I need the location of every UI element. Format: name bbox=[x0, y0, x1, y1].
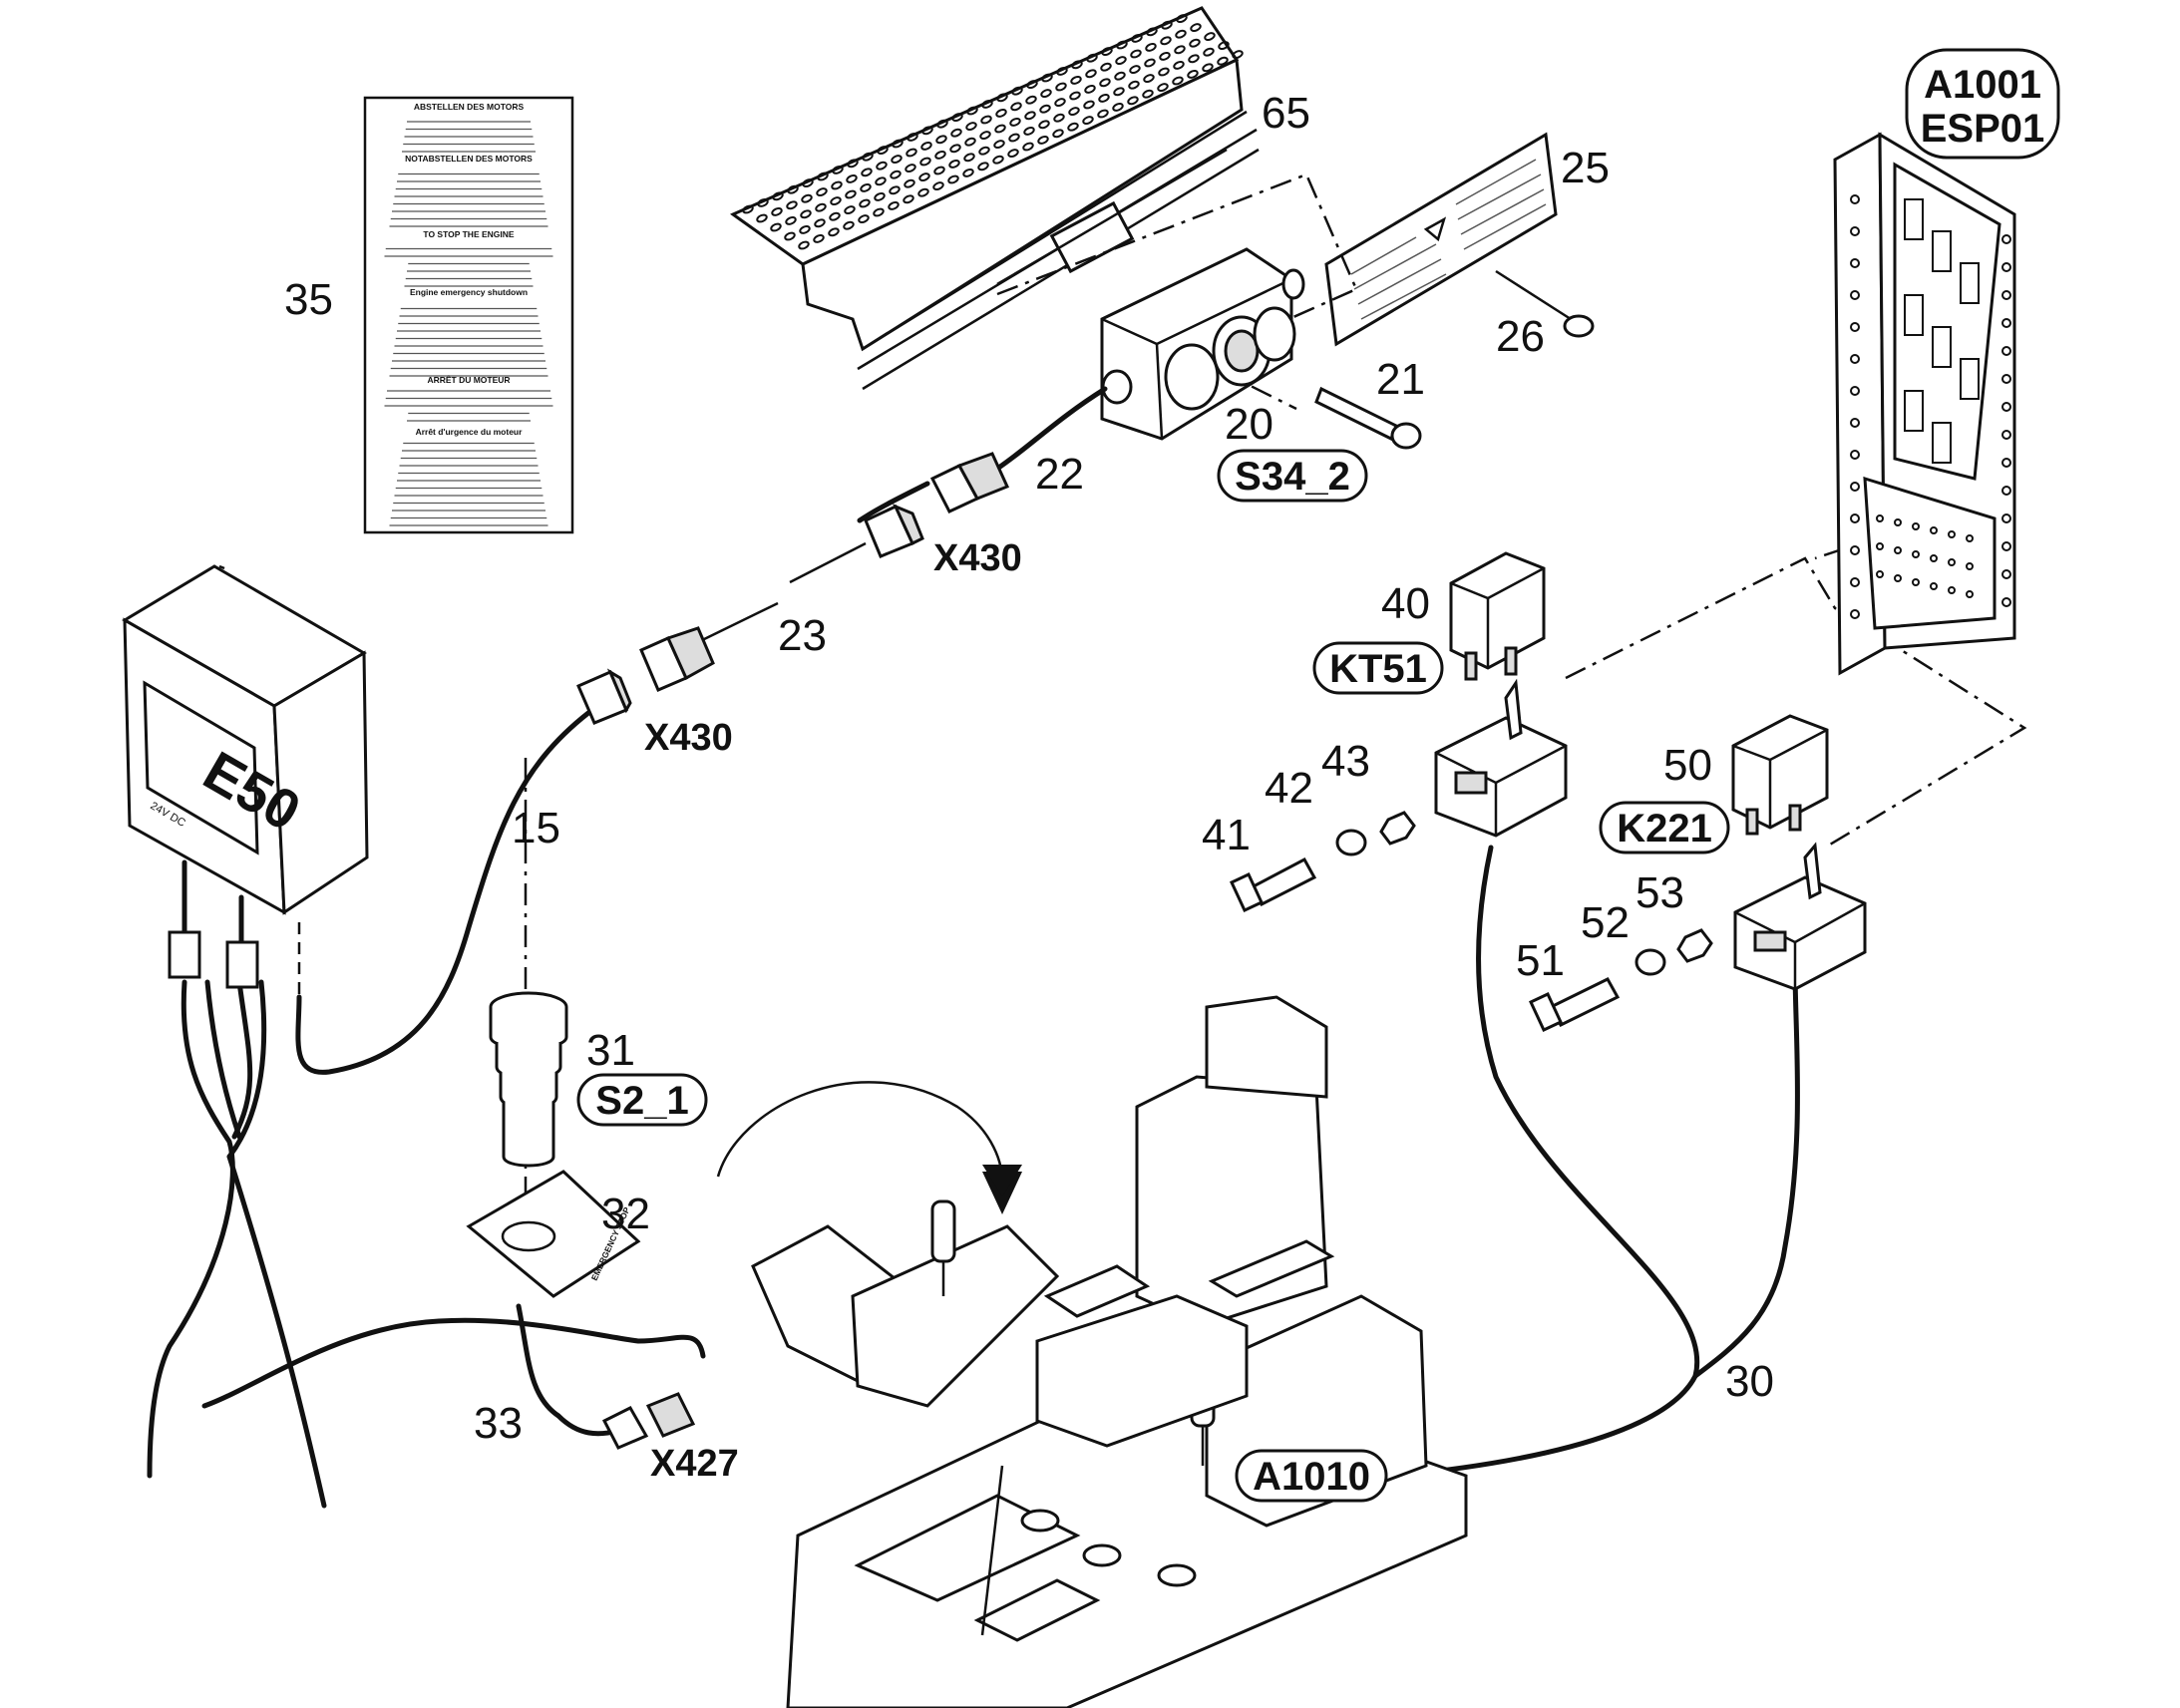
decal-headings: ABSTELLEN DES MOTORS NOTABSTELLEN DES MO… bbox=[405, 102, 533, 437]
sign-plate-25 bbox=[1324, 132, 1558, 347]
svg-text:A1010: A1010 bbox=[1253, 1455, 1370, 1499]
label-53: 53 bbox=[1635, 868, 1684, 917]
tag-kt51: KT51 bbox=[1312, 641, 1444, 695]
screw-26 bbox=[1495, 269, 1595, 338]
label-35: 35 bbox=[284, 275, 333, 324]
svg-text:ABSTELLEN DES MOTORS: ABSTELLEN DES MOTORS bbox=[414, 102, 525, 112]
svg-text:TO STOP THE ENGINE: TO STOP THE ENGINE bbox=[423, 229, 514, 239]
svg-text:S2_1: S2_1 bbox=[595, 1079, 688, 1123]
connector-x430-upper-plug bbox=[864, 504, 924, 558]
label-x430-mid: X430 bbox=[644, 717, 733, 759]
cables bbox=[147, 386, 1800, 1509]
nut-53 bbox=[1676, 928, 1713, 963]
decal-35 bbox=[363, 96, 574, 534]
connector-labels: X430 X430 X427 bbox=[644, 537, 1022, 1485]
tag-k221: K221 bbox=[1599, 801, 1730, 854]
washer-42 bbox=[1335, 829, 1367, 856]
label-30: 30 bbox=[1725, 1357, 1774, 1406]
label-20: 20 bbox=[1225, 400, 1273, 449]
label-x430-top: X430 bbox=[933, 537, 1022, 579]
cabinet-a1001 bbox=[1833, 132, 2016, 676]
decal-32: EMERGENCY STOP bbox=[466, 1170, 641, 1298]
bolt-41 bbox=[1230, 856, 1317, 912]
label-32: 32 bbox=[601, 1190, 650, 1238]
svg-text:Engine emergency shutdown: Engine emergency shutdown bbox=[410, 287, 528, 297]
label-40: 40 bbox=[1381, 579, 1430, 628]
tag-s34-2: S34_2 bbox=[1217, 449, 1368, 503]
label-21: 21 bbox=[1376, 355, 1425, 404]
relay-kt51 bbox=[1449, 551, 1546, 681]
svg-text:K221: K221 bbox=[1617, 807, 1712, 851]
svg-text:ARRÊT DU MOTEUR: ARRÊT DU MOTEUR bbox=[427, 374, 510, 385]
connector-x430-lower-plug bbox=[576, 668, 632, 725]
label-33: 33 bbox=[474, 1399, 523, 1448]
label-51: 51 bbox=[1516, 936, 1565, 985]
svg-text:Arrêt d'urgence du moteur: Arrêt d'urgence du moteur bbox=[416, 427, 524, 437]
control-box-e50 bbox=[122, 564, 369, 997]
label-42: 42 bbox=[1265, 764, 1313, 813]
relay-socket-40 bbox=[1434, 678, 1568, 838]
label-26: 26 bbox=[1496, 312, 1545, 361]
screw-21 bbox=[1314, 386, 1422, 450]
switch-box-20 bbox=[1100, 247, 1305, 441]
label-50: 50 bbox=[1663, 741, 1712, 790]
part-numbers: 65 25 35 26 21 20 22 23 15 40 50 43 42 4… bbox=[284, 89, 1774, 1448]
connector-x427 bbox=[601, 1392, 696, 1450]
label-52: 52 bbox=[1581, 898, 1630, 947]
svg-text:A1001: A1001 bbox=[1924, 63, 2041, 107]
label-31: 31 bbox=[586, 1026, 635, 1075]
emergency-stop-31 bbox=[489, 991, 568, 1168]
label-23: 23 bbox=[778, 611, 827, 660]
label-15: 15 bbox=[512, 804, 560, 853]
tag-a1010: A1010 bbox=[1235, 1449, 1388, 1503]
svg-text:KT51: KT51 bbox=[1329, 647, 1427, 691]
svg-text:NOTABSTELLEN DES MOTORS: NOTABSTELLEN DES MOTORS bbox=[405, 154, 533, 164]
relay-k221 bbox=[1731, 714, 1829, 836]
label-25: 25 bbox=[1561, 144, 1610, 192]
washer-52 bbox=[1635, 948, 1666, 976]
label-22: 22 bbox=[1035, 450, 1084, 499]
svg-text:ESP01: ESP01 bbox=[1921, 107, 2045, 151]
svg-text:S34_2: S34_2 bbox=[1235, 455, 1350, 499]
cab-platform bbox=[716, 995, 1468, 1708]
label-x427: X427 bbox=[650, 1443, 739, 1485]
connector-x430-top bbox=[929, 452, 1010, 513]
label-65: 65 bbox=[1262, 89, 1310, 138]
tag-a1001: A1001 ESP01 bbox=[1905, 48, 2060, 160]
relay-socket-50 bbox=[1733, 842, 1867, 991]
label-43: 43 bbox=[1321, 737, 1370, 786]
label-41: 41 bbox=[1202, 811, 1251, 859]
nut-43 bbox=[1379, 811, 1416, 846]
connector-x430-mid bbox=[639, 626, 715, 692]
bolt-51 bbox=[1529, 977, 1621, 1032]
tag-s2-1: S2_1 bbox=[576, 1073, 708, 1127]
grating-step-65 bbox=[729, 6, 1260, 391]
